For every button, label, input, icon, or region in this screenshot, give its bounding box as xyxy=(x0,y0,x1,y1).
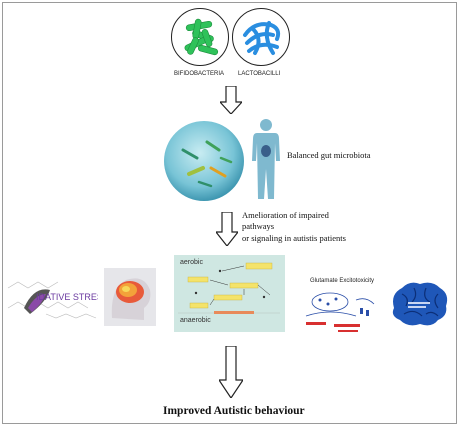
human-body-icon xyxy=(248,117,284,204)
glutamate-excitotoxicity-panel: Glutamate Excitotoxicity xyxy=(300,278,380,336)
microbiota-label: Balanced gut microbiota xyxy=(287,150,371,160)
down-arrow-3 xyxy=(219,346,243,398)
aerobic-label: aerobic xyxy=(180,259,203,266)
glutamate-label: Glutamate Excitotoxicity xyxy=(310,278,375,284)
pathways-line-1: Amelioration of impaired xyxy=(242,210,329,220)
outcome-label: Improved Autistic behaviour xyxy=(163,405,305,417)
oxidative-stress-panel: IDATIVE STRESS xyxy=(6,278,98,320)
oxidative-stress-label: IDATIVE STRESS xyxy=(36,292,98,302)
pathways-line-3: or signaling in autistis patients xyxy=(242,233,346,243)
brain-icon xyxy=(388,280,450,333)
gut-microbiota-sphere xyxy=(163,120,245,207)
bifidobacteria-label: BIFIDOBACTERIA xyxy=(174,71,225,77)
lactobacilli-icon xyxy=(243,21,281,55)
down-arrow-1 xyxy=(220,86,242,114)
pathways-line-2: pathways xyxy=(242,221,275,231)
brain-scan-image xyxy=(104,268,156,326)
bifidobacteria-icon xyxy=(184,18,219,56)
lactobacilli-circle xyxy=(232,8,290,66)
down-arrow-2 xyxy=(216,212,238,246)
anaerobic-label: anaerobic xyxy=(180,317,211,324)
bifidobacteria-circle xyxy=(171,8,229,66)
aerobic-anaerobic-panel: aerobic anaerobic xyxy=(174,255,285,332)
lactobacilli-label: LACTOBACILLI xyxy=(238,71,281,77)
figure-frame xyxy=(2,2,457,424)
